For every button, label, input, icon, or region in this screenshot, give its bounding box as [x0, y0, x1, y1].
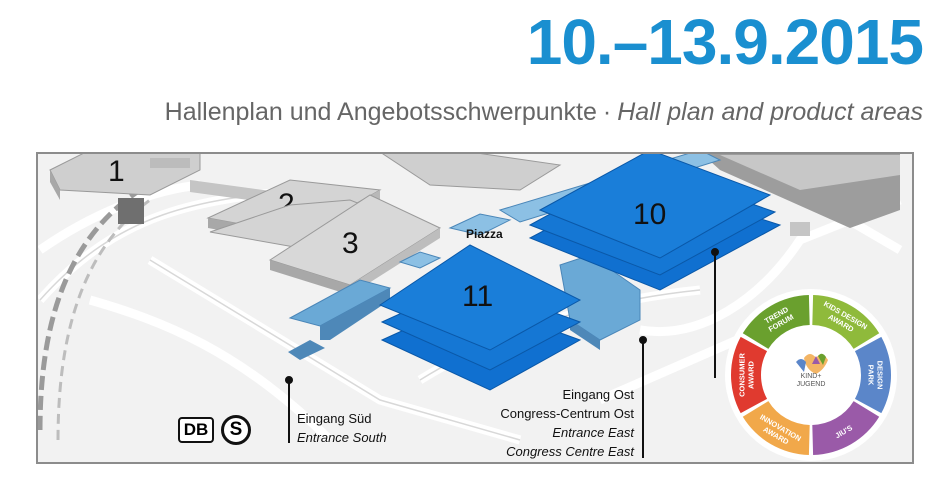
- wheel-center-line2: JUGEND: [797, 381, 826, 388]
- hall-10-label: 10: [633, 198, 666, 231]
- entrance-south-pointer: [285, 376, 293, 443]
- wheel-segment: [812, 401, 880, 455]
- wheel-segment: [812, 295, 880, 349]
- hall-1[interactable]: 1: [49, 150, 300, 224]
- subtitle-de: Hallenplan und Angebotsschwerpunkte: [164, 98, 597, 126]
- small-building: [790, 222, 810, 236]
- kind-jugend-logo: [796, 353, 828, 374]
- congress-centre-east-en: Congress Centre East: [506, 444, 634, 459]
- piazza-label: Piazza: [466, 227, 503, 241]
- wheel-segment: [854, 336, 891, 414]
- wheel-segment-label: DESIGNPARK: [867, 361, 885, 390]
- entrance-east-label: Eingang Ost Congress-Centrum Ost Entranc…: [500, 385, 634, 461]
- wheel-segment-label: CONSUMERAWARD: [738, 353, 756, 397]
- hall-10-pointer: [711, 248, 719, 378]
- wheel-segment: [742, 295, 810, 349]
- event-date: 10.–13.9.2015: [526, 6, 924, 78]
- hall-upper: [382, 154, 900, 228]
- db-logo: DB: [178, 417, 214, 443]
- subtitle-separator: ·: [602, 98, 612, 126]
- sbahn-logo: S: [221, 415, 251, 445]
- entrance-south-label: Eingang Süd Entrance South: [297, 409, 387, 447]
- hall-11[interactable]: 11: [378, 244, 582, 391]
- congress-centre-east-de: Congress-Centrum Ost: [500, 406, 634, 421]
- entrance-east-en: Entrance East: [552, 425, 634, 440]
- hall-1-label: 1: [108, 155, 125, 188]
- hall-10[interactable]: 10: [528, 150, 782, 291]
- entrance-east-pointer: [639, 336, 647, 458]
- hall-3[interactable]: 3: [209, 194, 442, 295]
- entrance-south-en: Entrance South: [297, 430, 387, 445]
- page-subtitle: Hallenplan und Angebotsschwerpunkte·Hall…: [165, 95, 923, 129]
- wheel-segment: [742, 401, 810, 455]
- hall-11-label: 11: [462, 280, 493, 313]
- hall-3-label: 3: [342, 227, 359, 260]
- entrance-east-de: Eingang Ost: [562, 387, 634, 402]
- subtitle-en: Hall plan and product areas: [617, 98, 923, 126]
- wheel-center-line1: KIND+: [801, 373, 822, 380]
- wheel-segment: [731, 336, 768, 414]
- entrance-south-de: Eingang Süd: [297, 411, 372, 426]
